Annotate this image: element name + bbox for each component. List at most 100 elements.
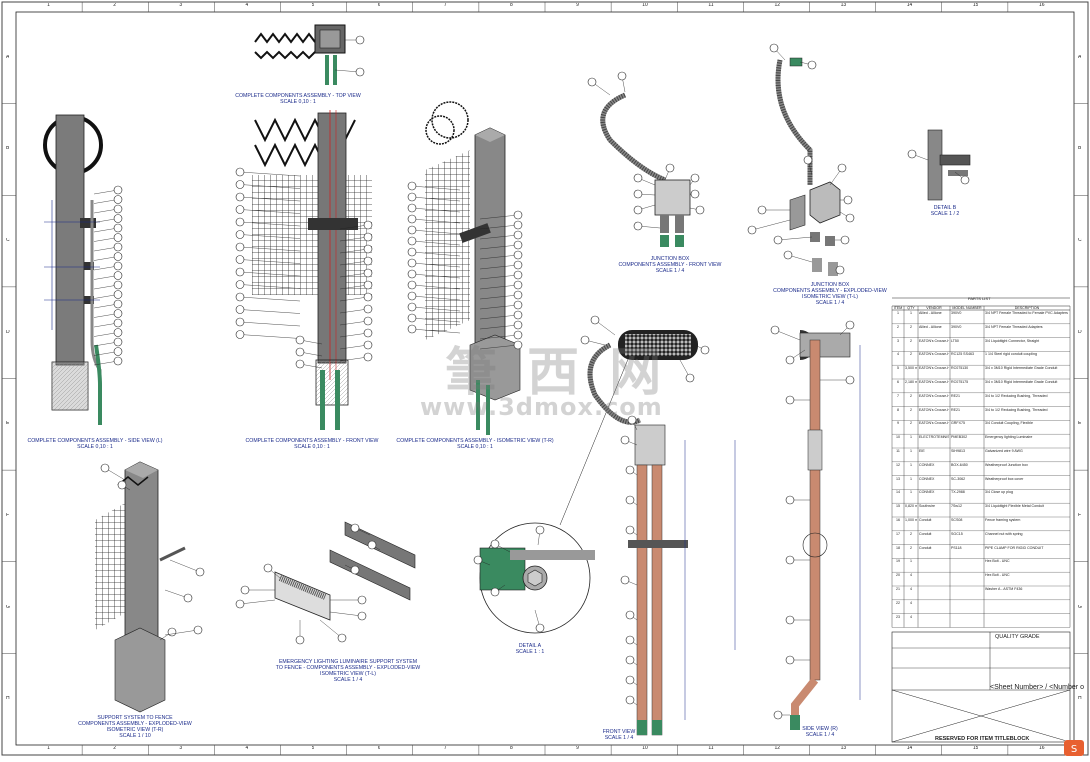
item-balloon <box>235 205 245 214</box>
grid-row-label: F <box>6 512 10 518</box>
parts-list-cell: SC-3062 <box>951 476 966 481</box>
parts-list-cell <box>951 615 983 628</box>
side-view-r-drawing <box>790 330 861 730</box>
leader-line <box>411 240 461 246</box>
grid-column-label: 7 <box>443 746 447 751</box>
parts-list-cell: RC125 SS463 <box>951 352 974 357</box>
grid-row-label: A <box>6 54 10 60</box>
item-balloon <box>363 244 373 254</box>
leader-line <box>411 317 461 323</box>
item-balloon <box>113 309 123 318</box>
item-balloon <box>363 352 373 362</box>
jbox-front-caption: JUNCTION BOX COMPONENTS ASSEMBLY - FRONT… <box>605 256 735 274</box>
leader-line <box>411 328 461 334</box>
item-balloon <box>367 540 377 550</box>
parts-list-cell: 3,500 m <box>905 366 917 371</box>
leader-line <box>479 224 519 230</box>
leader-line <box>479 264 519 270</box>
parts-list-cell: PS118 <box>951 545 962 550</box>
side-view-r-caption: SIDE VIEW (R) SCALE 1 / 4 <box>795 726 845 738</box>
grid-column-label: 5 <box>311 3 315 8</box>
jbox-exploded-title: JUNCTION BOX <box>810 282 850 288</box>
grid-row-label: C <box>1078 238 1082 243</box>
detail-a-caption: DETAIL A SCALE 1 : 1 <box>505 643 555 655</box>
luminaire-subtitle: TO FENCE - COMPONENTS ASSEMBLY - EXPLODE… <box>275 665 421 671</box>
item-balloon <box>785 395 795 405</box>
parts-list-cell: 5 <box>897 366 899 371</box>
side-view-drawing <box>43 114 103 425</box>
item-balloon <box>845 320 855 330</box>
front-view-quarter-drawing <box>587 330 736 736</box>
parts-list-cell: 1 <box>897 311 899 315</box>
parts-list-cell <box>985 601 1069 614</box>
item-balloon <box>240 585 250 595</box>
leader-line <box>169 559 201 573</box>
leader-line <box>239 599 276 605</box>
item-balloon <box>113 261 123 271</box>
parts-list-cell: Hex Bolt - UNC <box>985 559 1010 564</box>
item-balloon <box>407 203 417 213</box>
grid-row-label: F <box>1078 512 1082 518</box>
parts-list-cell: CONNEX <box>919 476 935 481</box>
parts-list-cell: Allied - Allione <box>919 311 942 315</box>
parts-list-cell <box>951 559 983 572</box>
item-balloon <box>235 242 245 252</box>
parts-list-cell <box>951 601 983 614</box>
item-balloon <box>633 189 643 199</box>
support-scale: SCALE 1 / 10 <box>119 733 151 739</box>
parts-list-cell: 3/4 NPT Female Threaded to Female PVC Ad… <box>985 311 1068 315</box>
parts-list-cell: 14 <box>896 490 900 495</box>
jbox-front-scale: SCALE 1 / 4 <box>655 268 685 274</box>
grid-row-label: D <box>1078 329 1082 334</box>
leader-line <box>239 184 301 189</box>
item-balloon <box>350 523 360 533</box>
item-balloon <box>633 205 643 215</box>
parts-list-cell <box>919 559 949 572</box>
front-view-title: COMPLETE COMPONENTS ASSEMBLY - FRONT VIE… <box>245 438 379 444</box>
grid-column-label: 15 <box>972 3 979 8</box>
parts-list-column-header: VENDOR <box>926 306 942 310</box>
leader-line <box>751 219 791 231</box>
parts-list-cell: RE21 <box>951 407 960 412</box>
item-balloon <box>757 205 767 215</box>
leader-line <box>411 218 461 224</box>
parts-list-cell: 15 <box>896 504 900 509</box>
grid-column-label: 9 <box>576 746 579 751</box>
top-view-caption: COMPLETE COMPONENTS ASSEMBLY - TOP VIEW … <box>218 93 378 105</box>
leader-line <box>411 207 461 213</box>
item-balloon <box>355 35 365 45</box>
detail-b-title: DETAIL B <box>933 205 957 211</box>
support-title: SUPPORT SYSTEM TO FENCE <box>97 715 173 721</box>
parts-list-cell: 9 <box>897 421 899 426</box>
grid-row-label: B <box>6 146 10 151</box>
parts-list-cell: EATON's Crouse-Hinds <box>919 352 949 357</box>
parts-list-cell: 4 <box>910 587 912 591</box>
item-balloon <box>407 225 417 235</box>
item-balloon <box>235 599 245 609</box>
item-balloon <box>350 565 360 575</box>
parts-list-cell: 1 <box>910 449 912 453</box>
parts-list-cell: GRFX75 <box>951 421 965 426</box>
leader-line <box>239 259 301 264</box>
item-balloon <box>473 555 483 565</box>
item-balloon <box>357 595 367 605</box>
item-balloon <box>625 635 635 645</box>
parts-list-cell: 19 <box>896 559 900 564</box>
item-balloon <box>295 335 305 345</box>
item-balloon <box>113 347 123 356</box>
detail-b-callouts <box>907 149 970 185</box>
parts-list-cell: 13 <box>896 476 900 481</box>
grid-column-label: 9 <box>576 3 579 8</box>
top-view-scale: SCALE 0,10 : 1 <box>280 99 316 105</box>
titleblock-lines <box>891 631 1071 743</box>
leader-line <box>239 321 301 327</box>
parts-list-cell: 3/4 Close up plug <box>985 490 1013 495</box>
item-balloon <box>785 555 795 565</box>
item-balloon <box>513 220 523 230</box>
grid-column-label: 3 <box>179 746 183 751</box>
parts-list-cell: Southwire <box>919 504 935 509</box>
item-balloon <box>625 495 635 505</box>
leader-line <box>411 295 461 301</box>
item-balloon <box>770 325 780 335</box>
support-drawing <box>95 461 186 713</box>
